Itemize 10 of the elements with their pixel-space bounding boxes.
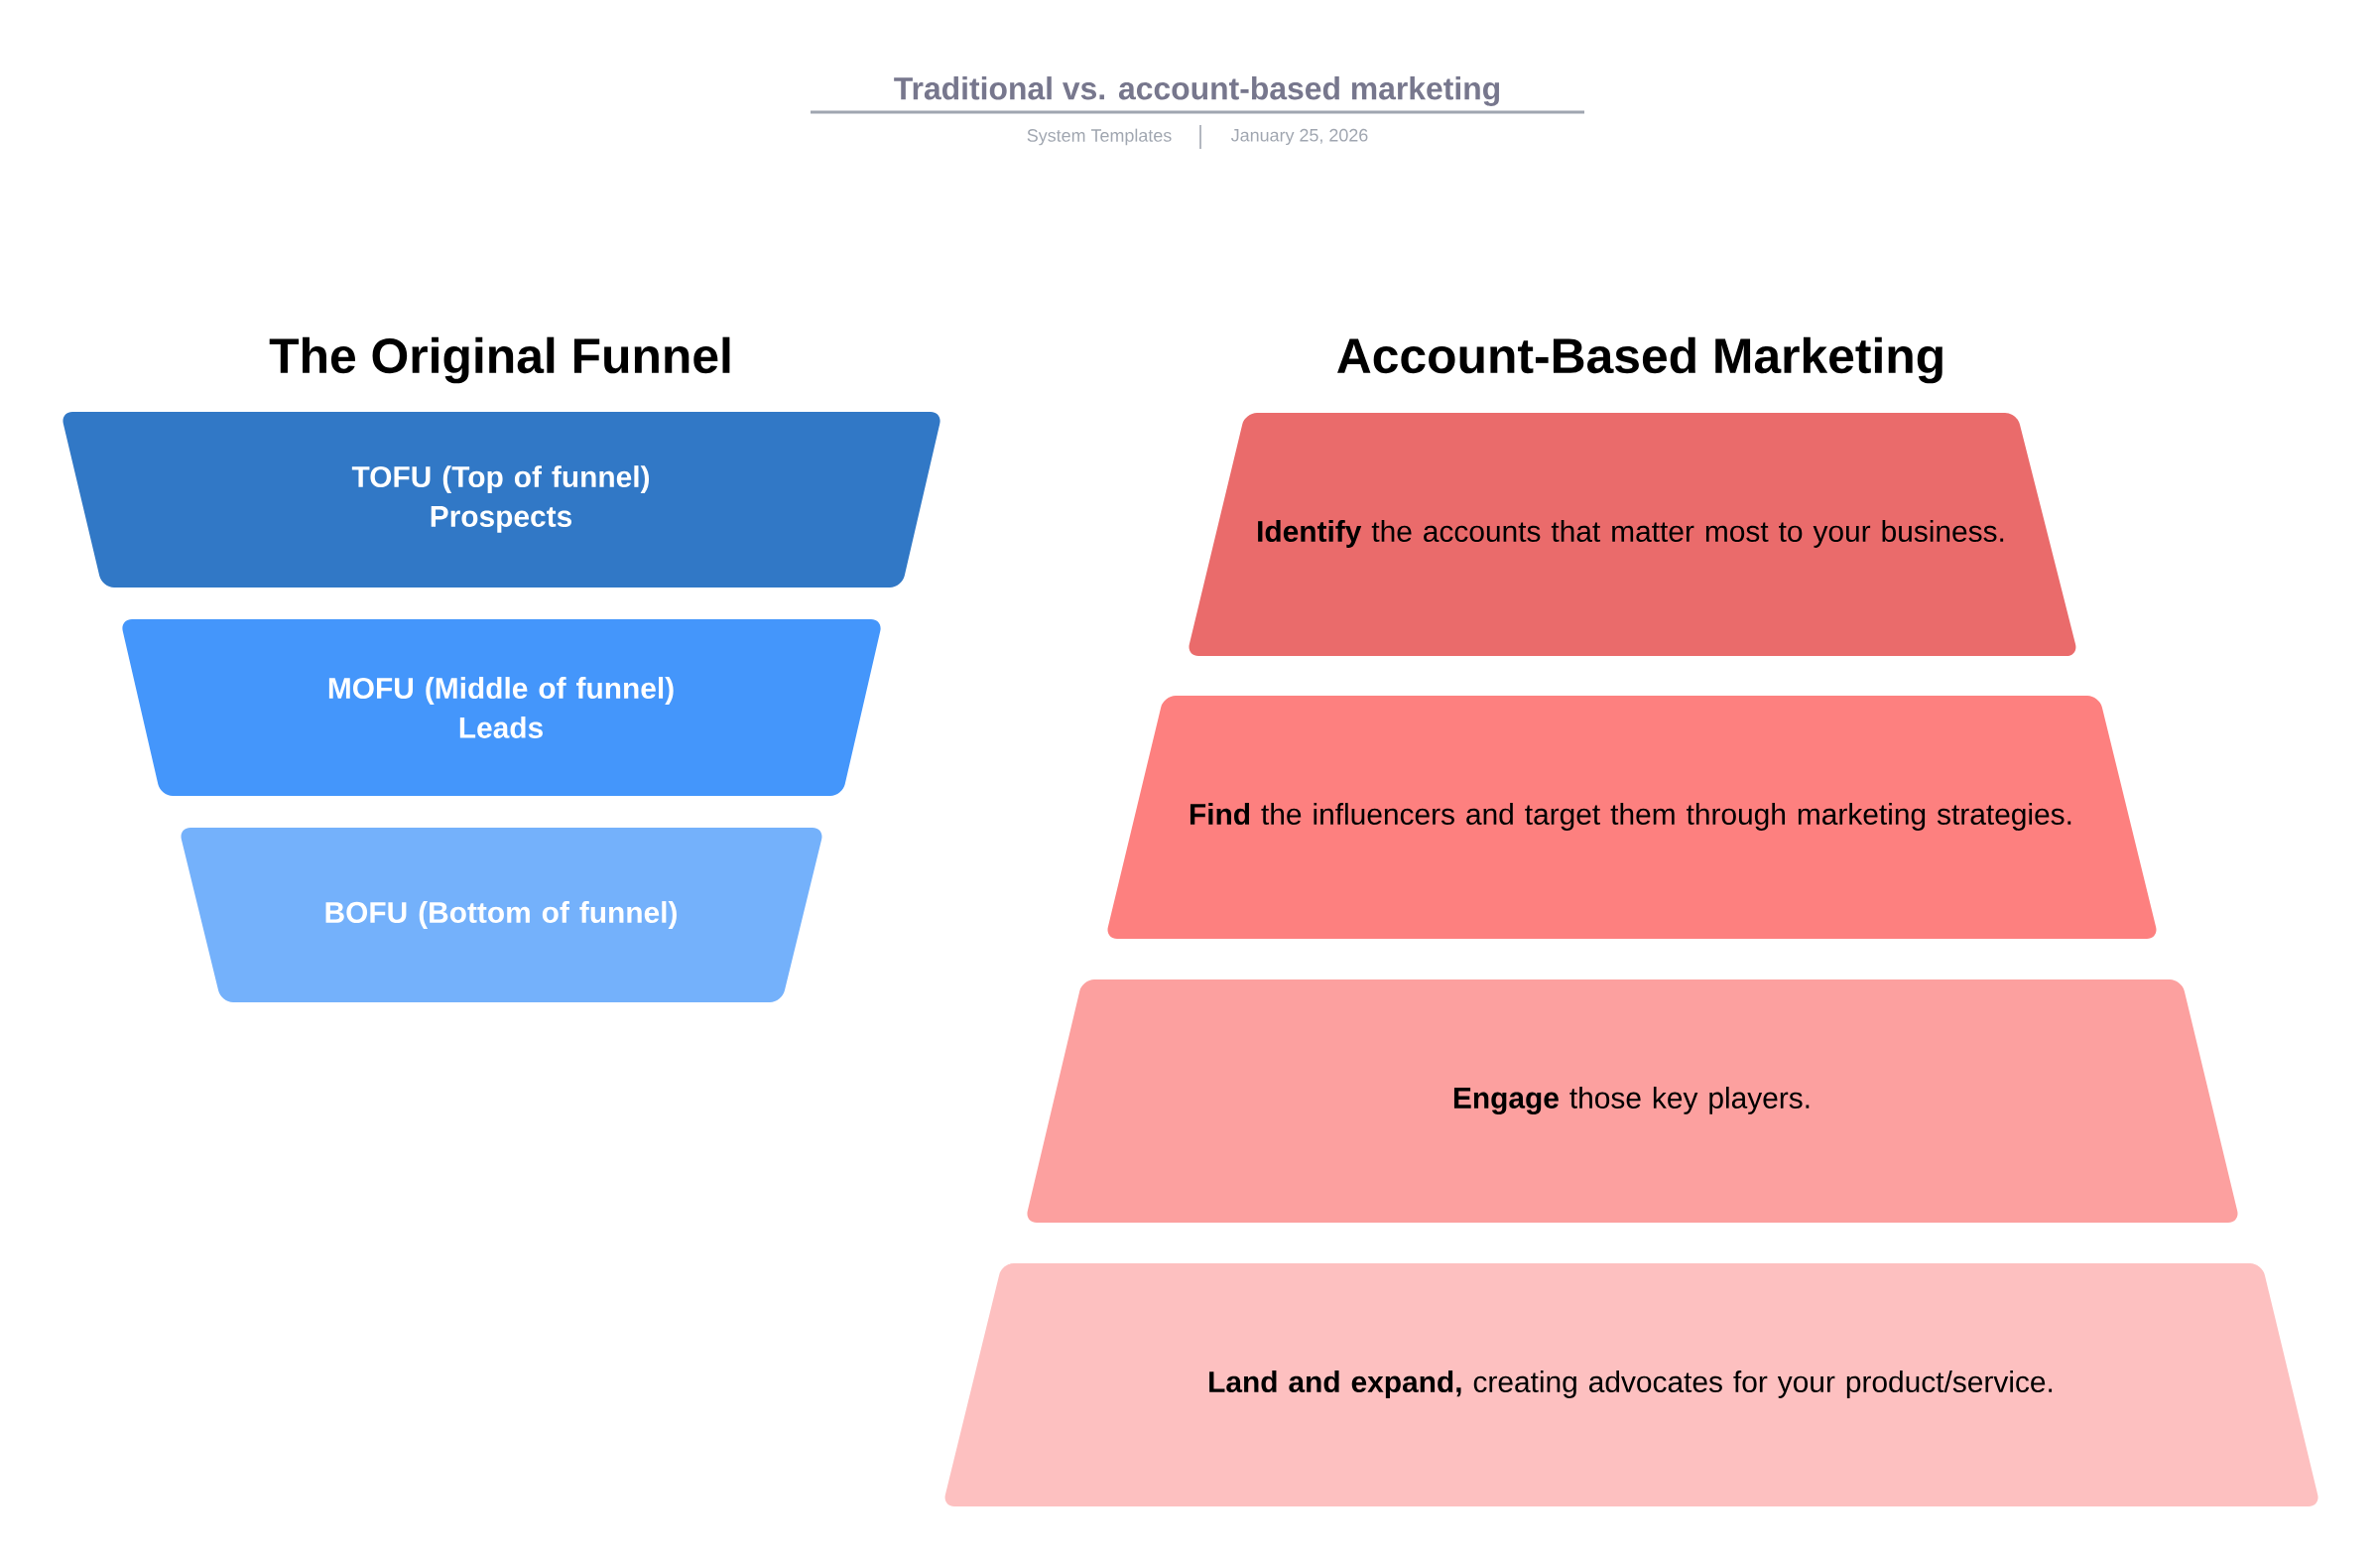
title: Traditional vs. account-based marketing [894,76,1500,106]
pyramid-stage: Engage those key players. [1027,979,2238,1223]
pyramid-stage: Find the influencers and target them through marketing strategies. [1107,696,2157,939]
subtitle-text: January 25, 2026 [1231,128,1368,146]
funnel-stage: MOFU (Middle of funnel) Leads [122,619,881,796]
funnel-stage: BOFU (Bottom of funnel) [181,828,822,1002]
subtitle-text: System Templates [1027,128,1172,146]
pyramid-stage: Identify the accounts that matter most to your business. [1189,413,2076,656]
funnel-stage: TOFU (Top of funnel) Prospects [63,412,940,587]
pyramid-stage: Land and expand, creating advocates for your product/service. [944,1263,2318,1506]
